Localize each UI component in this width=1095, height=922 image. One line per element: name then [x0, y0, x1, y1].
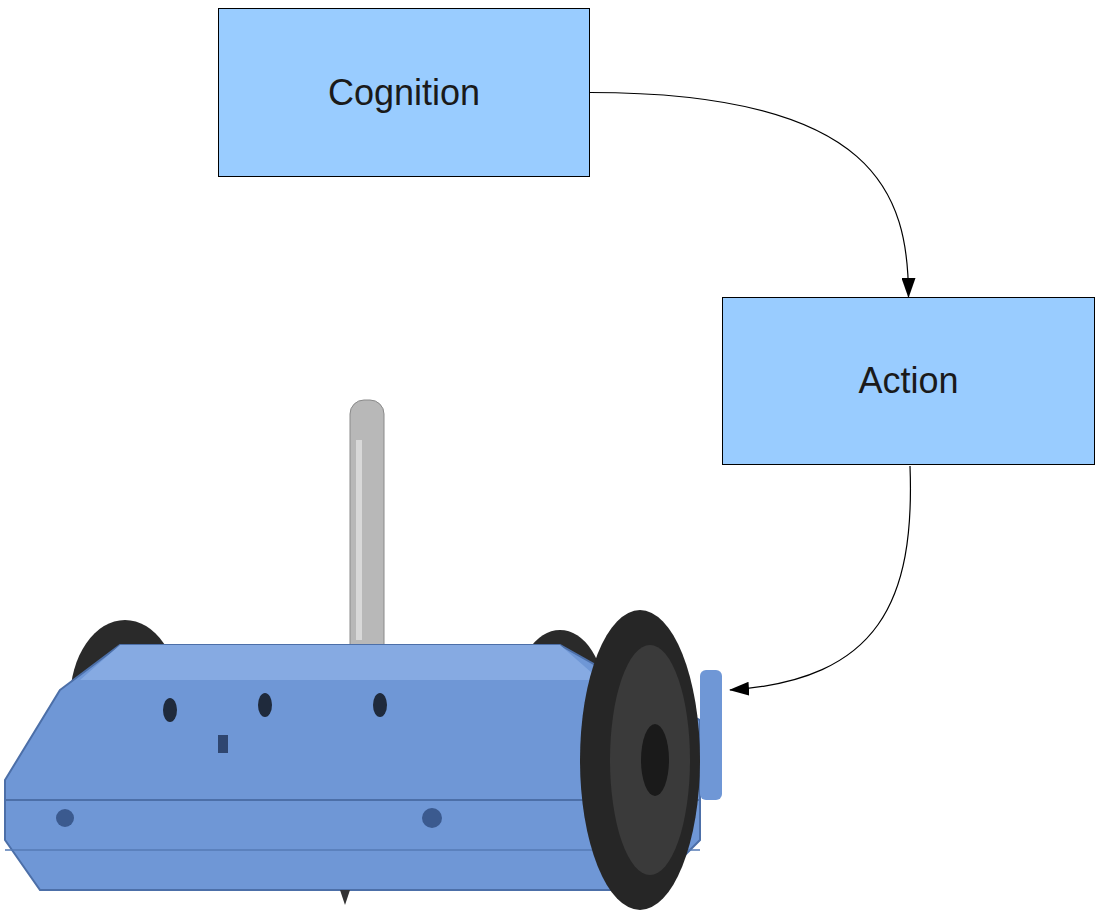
box-label: Action — [858, 360, 958, 402]
marker-pen — [350, 400, 384, 670]
cognition-box: Cognition — [218, 8, 590, 177]
flow-arrow — [590, 93, 909, 298]
wheel — [580, 610, 700, 910]
action-box: Action — [722, 297, 1095, 465]
box-label: Cognition — [328, 72, 480, 114]
action-to-robot-arrow — [730, 466, 910, 690]
